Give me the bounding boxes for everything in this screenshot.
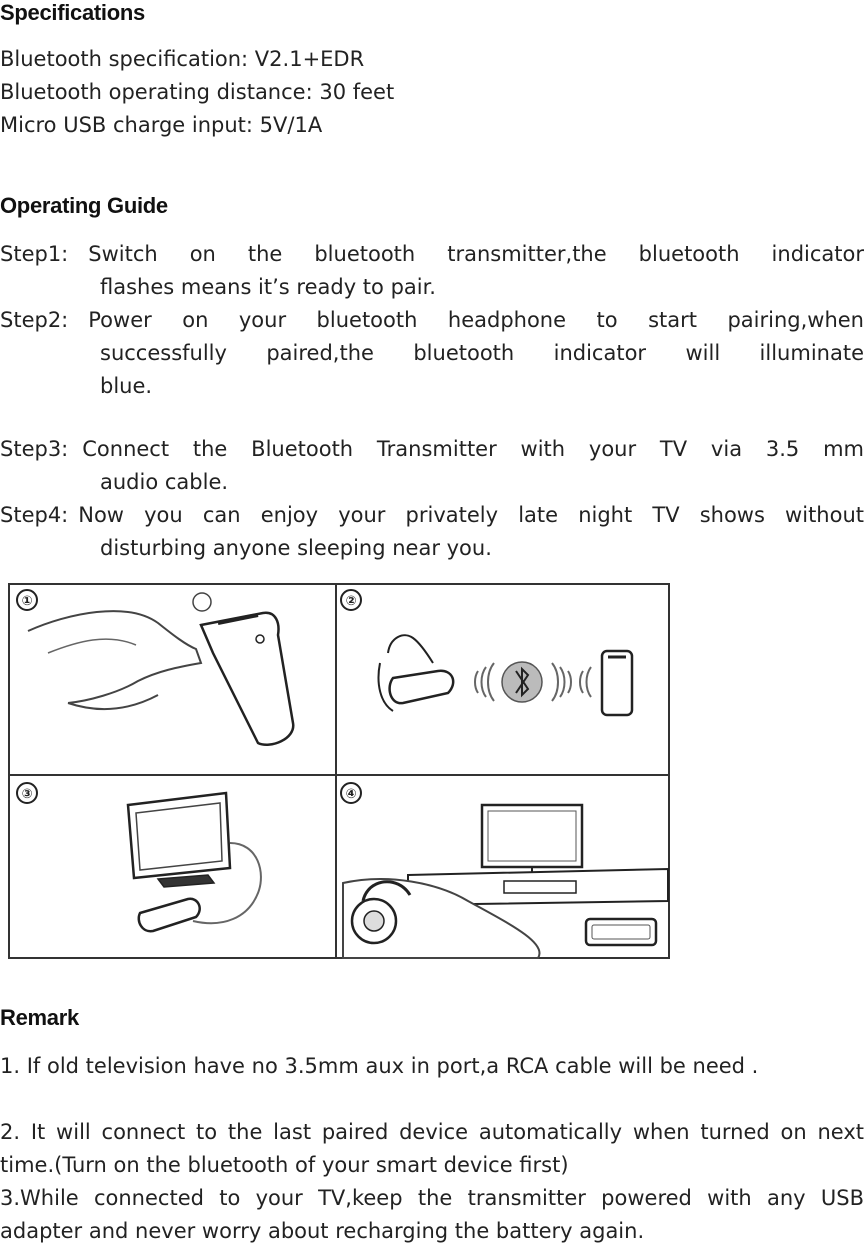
step-4-line-1: Now you can enjoy your privately late ni…: [78, 503, 864, 527]
step-2-line-1: Power on your bluetooth headphone to sta…: [88, 308, 864, 332]
panel-2-pairing: ②: [340, 589, 634, 717]
remark-heading: Remark: [0, 1005, 79, 1030]
step-3-line-1: Connect the Bluetooth Transmitter with y…: [82, 437, 864, 461]
step-1-line-2: flashes means it’s ready to pair.: [100, 275, 436, 299]
specifications-heading: Specifications: [0, 0, 145, 25]
panel-1-press-button: ①: [16, 589, 295, 746]
step-2-line-2: successfully paired,the bluetooth indica…: [100, 341, 864, 365]
step-1-label: Step1:: [0, 242, 69, 266]
panel-3-number: ③: [21, 787, 32, 802]
panel-4-number: ④: [345, 787, 356, 802]
panel-4-enjoy-tv: ④: [340, 782, 669, 959]
step-2-label: Step2:: [0, 308, 69, 332]
operating-guide-illustration: ① ② ③ ④: [8, 583, 670, 959]
step-4-label: Step4:: [0, 503, 69, 527]
step-4: Step4: Now you can enjoy your privately l…: [0, 499, 864, 565]
step-3-line-2: audio cable.: [100, 470, 229, 494]
panel-2-number: ②: [345, 594, 356, 609]
remark-item-2: 2. It will connect to the last paired de…: [0, 1120, 864, 1177]
panel-3-connect-tv: ③: [16, 782, 262, 933]
remark-item-1: 1. If old television have no 3.5mm aux i…: [0, 1054, 759, 1078]
operating-guide-heading: Operating Guide: [0, 193, 168, 218]
spec-operating-distance: Bluetooth operating distance: 30 feet: [0, 80, 395, 104]
step-3-label: Step3:: [0, 437, 69, 461]
remark-item-3: 3.While connected to your TV,keep the tr…: [0, 1186, 864, 1243]
step-2: Step2: Power on your bluetooth headphone …: [0, 304, 864, 403]
step-2-line-3: blue.: [100, 374, 153, 398]
panel-1-number: ①: [21, 594, 32, 609]
step-4-line-2: disturbing anyone sleeping near you.: [100, 536, 492, 560]
step-3: Step3: Connect the Bluetooth Transmitter …: [0, 433, 864, 499]
step-1-line-1: Switch on the bluetooth transmitter,the …: [88, 242, 864, 266]
step-1: Step1: Switch on the bluetooth transmitte…: [0, 238, 864, 304]
spec-charge-input: Micro USB charge input: 5V/1A: [0, 113, 323, 137]
spec-bluetooth-version: Bluetooth specification: V2.1+EDR: [0, 47, 365, 71]
